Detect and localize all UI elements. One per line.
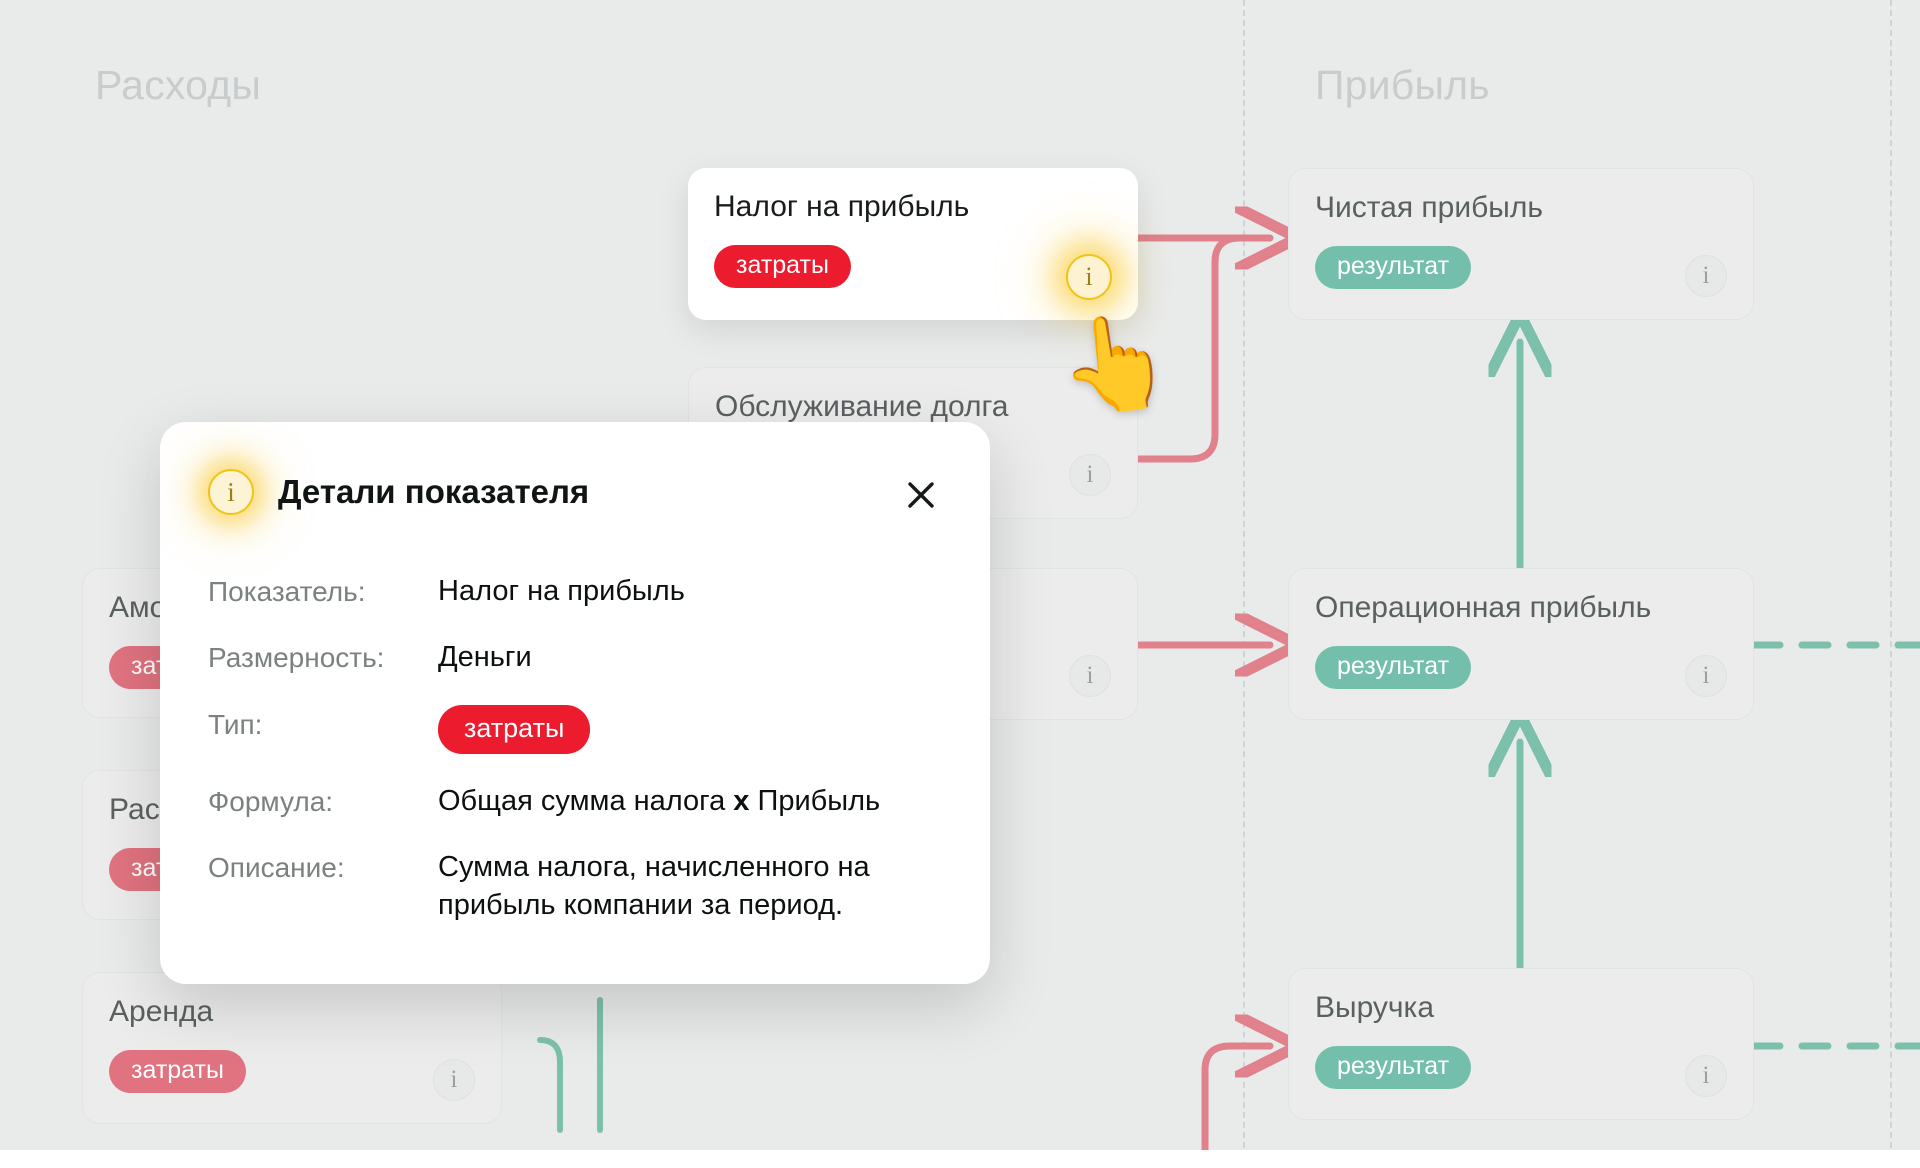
node-card-revenue[interactable]: Выручка результат i	[1288, 968, 1754, 1120]
type-badge: затраты	[438, 704, 591, 754]
info-icon-active[interactable]: i	[1066, 254, 1112, 300]
node-title: Операционная прибыль	[1315, 591, 1652, 624]
node-card-rent[interactable]: Аренда затраты i	[82, 972, 502, 1124]
detail-row-indicator: Показатель: Налог на прибыль	[208, 572, 944, 610]
node-badge: затраты	[109, 1050, 246, 1093]
modal-header: i Детали показателя	[208, 464, 944, 520]
node-title: Аренда	[109, 995, 214, 1028]
detail-value: Сумма налога, начисленного на прибыль ко…	[438, 850, 870, 922]
detail-row-dimension: Размерность: Деньги	[208, 638, 944, 676]
detail-value-formula: Общая сумма налога x Прибыль	[438, 782, 880, 820]
info-icon[interactable]: i	[1069, 454, 1111, 496]
node-title: Выручка	[1315, 991, 1435, 1024]
info-icon[interactable]: i	[433, 1059, 475, 1101]
column-heading-expenses: Расходы	[95, 62, 262, 108]
close-icon[interactable]	[900, 474, 942, 516]
indicator-details-modal: i Детали показателя Показатель: Налог на…	[160, 422, 990, 984]
formula-suffix: Прибыль	[749, 784, 881, 817]
formula-operator: x	[733, 784, 750, 817]
detail-row-description: Описание: Сумма налога, начисленного на …	[208, 848, 944, 925]
node-badge: затраты	[714, 245, 851, 288]
node-title: Налог на прибыль	[714, 190, 970, 223]
node-card-operating-profit[interactable]: Операционная прибыль результат i	[1288, 568, 1754, 720]
column-divider-2	[1890, 0, 1892, 1168]
detail-value: Деньги	[438, 641, 532, 674]
modal-title: Детали показателя	[278, 473, 590, 510]
node-title: Чистая прибыль	[1315, 191, 1543, 224]
info-icon[interactable]: i	[1685, 255, 1727, 297]
node-title: Обслуживание долга	[715, 390, 1009, 423]
detail-row-formula: Формула: Общая сумма налога x Прибыль	[208, 782, 944, 820]
node-badge: результат	[1315, 646, 1472, 689]
column-heading-profit: Прибыль	[1315, 62, 1490, 108]
node-badge: результат	[1315, 1046, 1472, 1089]
detail-value: Налог на прибыль	[438, 575, 685, 607]
node-card-tax-active[interactable]: Налог на прибыль затраты i	[688, 168, 1138, 320]
pointing-hand-cursor: 👆	[1052, 307, 1178, 421]
detail-label: Формула:	[208, 785, 334, 817]
info-icon[interactable]: i	[1069, 655, 1111, 697]
detail-row-type: Тип: затраты	[208, 704, 944, 754]
bottom-strip	[0, 1150, 1920, 1168]
detail-label: Тип:	[208, 708, 263, 740]
detail-label: Показатель:	[208, 576, 366, 607]
detail-label: Описание:	[208, 851, 345, 883]
node-badge: результат	[1315, 246, 1472, 289]
info-icon[interactable]: i	[1685, 1055, 1727, 1097]
node-card-net-profit[interactable]: Чистая прибыль результат i	[1288, 168, 1754, 320]
detail-label: Размерность:	[208, 642, 385, 674]
formula-prefix: Общая сумма налога	[438, 784, 734, 817]
column-divider-1	[1243, 0, 1245, 1168]
info-icon: i	[208, 469, 254, 515]
modal-detail-rows: Показатель: Налог на прибыль Размерность…	[208, 572, 944, 924]
info-icon[interactable]: i	[1685, 655, 1727, 697]
